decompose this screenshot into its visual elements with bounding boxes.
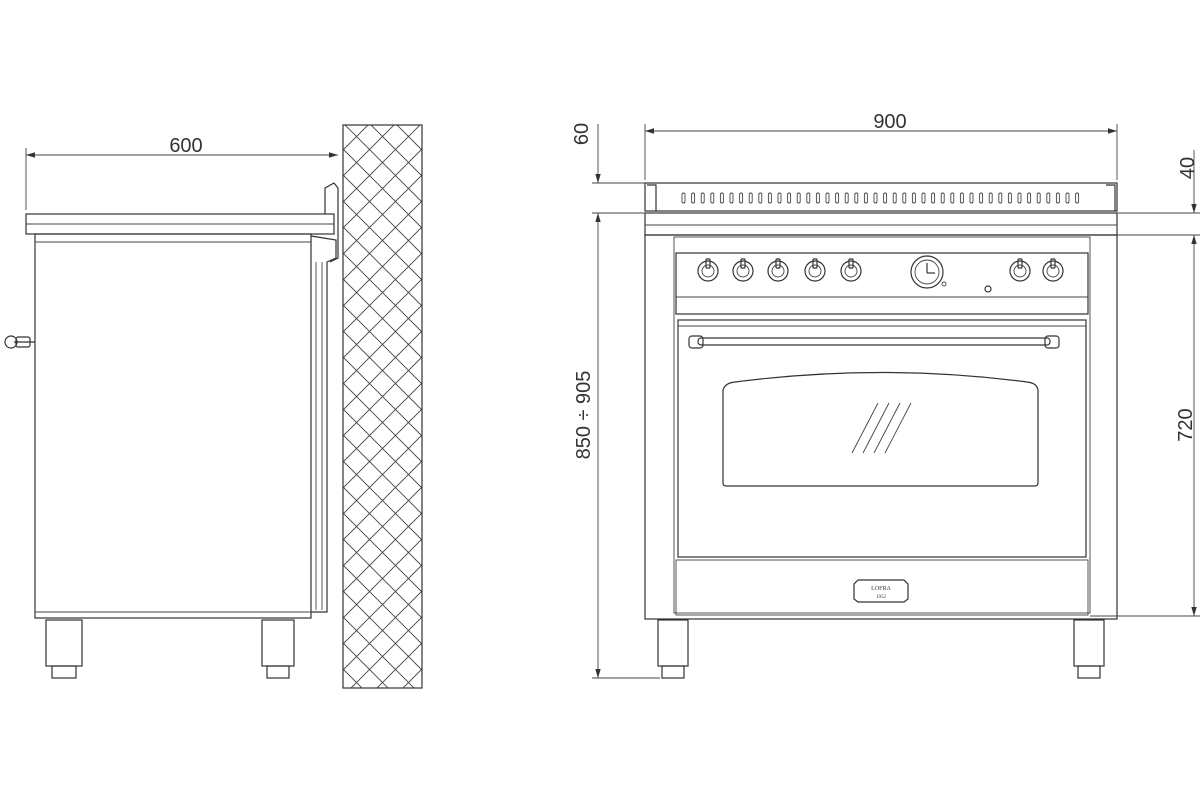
oven-handle (688, 335, 1060, 349)
front-foot-left (657, 619, 689, 679)
wall (342, 124, 423, 689)
dim-top-offset-label: 60 (571, 123, 593, 145)
control-knob (1009, 258, 1031, 282)
logo-plate: LOFRA 1952 (853, 579, 909, 603)
control-panel (675, 252, 1089, 315)
side-foot-rear (261, 619, 295, 679)
side-rear-panel (310, 235, 337, 613)
control-knob (732, 258, 754, 282)
front-backguard (644, 182, 1118, 212)
indicator-light (984, 285, 992, 293)
side-body (34, 233, 312, 619)
dim-backguard-height-label: 40 (1177, 157, 1199, 179)
control-knob (840, 258, 862, 282)
control-knob (1042, 258, 1064, 282)
dim-front-width-label: 900 (873, 111, 906, 133)
dim-top-offset: 60 (571, 123, 645, 184)
side-knob (4, 335, 35, 349)
front-view: LOFRA 1952 900 60 850 (571, 111, 1200, 679)
dim-side-depth-label: 600 (169, 135, 202, 157)
dim-overall-height-label: 850 ÷ 905 (573, 371, 595, 460)
front-body (644, 234, 1118, 620)
control-knob (767, 258, 789, 282)
side-foot-front (45, 619, 83, 679)
dim-overall-height: 850 ÷ 905 (573, 212, 660, 679)
glass-reflection (851, 402, 912, 454)
oven-door (677, 319, 1087, 558)
dim-side-depth: 600 (25, 135, 338, 210)
dim-body-height-label: 720 (1175, 408, 1197, 441)
dim-front-width: 900 (644, 111, 1118, 180)
logo-subtext: 1952 (876, 595, 887, 600)
control-knob (697, 258, 719, 282)
plinth (675, 559, 1089, 616)
dim-backguard-height: 40 (1117, 150, 1200, 214)
oven-window (722, 371, 1039, 487)
control-knob (804, 258, 826, 282)
logo-text: LOFRA (871, 586, 891, 592)
dim-body-height: 720 (1090, 234, 1200, 617)
front-worktop (644, 212, 1118, 236)
front-foot-right (1073, 619, 1105, 679)
side-view: 600 (4, 124, 423, 689)
side-backguard (324, 182, 339, 263)
clock-dial (910, 255, 947, 289)
